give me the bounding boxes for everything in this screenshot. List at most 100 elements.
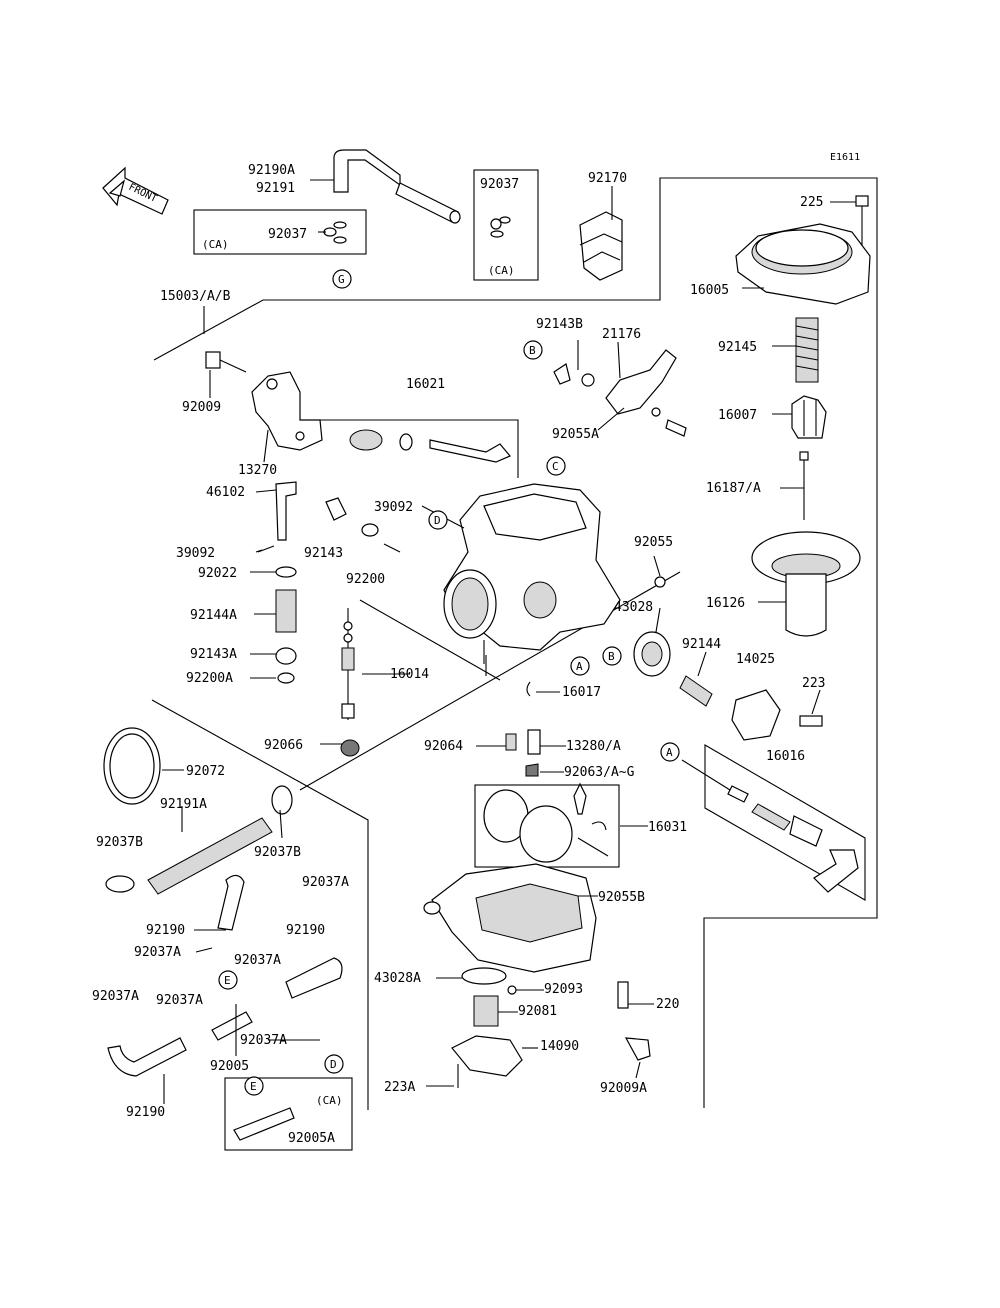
- label-220: 220: [656, 997, 679, 1012]
- ca-box-top: [473, 169, 539, 281]
- callout-d-top: D: [428, 510, 448, 530]
- ca-box-left: [193, 209, 367, 255]
- label-15003: 15003/A/B: [160, 289, 231, 304]
- label-92055A: 92055A: [552, 427, 599, 442]
- label-92005: 92005: [210, 1059, 249, 1074]
- label-92066: 92066: [264, 738, 303, 753]
- label-43028: 43028: [614, 600, 653, 615]
- label-92143B: 92143B: [536, 317, 583, 332]
- label-92055B: 92055B: [598, 890, 645, 905]
- label-92037A-4: 92037A: [156, 993, 203, 1008]
- svg-text:E: E: [224, 974, 231, 987]
- lower-bowl-parts: [451, 967, 651, 1088]
- label-16014: 16014: [390, 667, 429, 682]
- label-92200A: 92200A: [186, 671, 233, 686]
- callout-markers: G B C D A B A E: [218, 269, 680, 1096]
- oring-92055: [654, 576, 666, 588]
- label-225: 225: [800, 195, 823, 210]
- callout-d-lower: D: [324, 1054, 344, 1074]
- jet-needle-16187: [799, 451, 809, 520]
- label-92191A: 92191A: [160, 797, 207, 812]
- label-92093: 92093: [544, 982, 583, 997]
- choke-assembly-16016: [727, 785, 859, 893]
- diagram-code: E1611: [830, 152, 860, 163]
- drain-hose-92072: [103, 727, 161, 805]
- label-92022: 92022: [198, 566, 237, 581]
- svg-text:B: B: [529, 344, 536, 357]
- breather-hose-top: [333, 149, 461, 224]
- left-column-parts: [257, 497, 401, 684]
- choke-lever-21176: [581, 349, 687, 437]
- label-16005: 16005: [690, 283, 729, 298]
- hose-92190-set: [107, 874, 343, 1141]
- part-labels: 92190A 92191 92037 92037 92170 225 16005…: [92, 163, 825, 1146]
- spring-and-screw-row: [349, 429, 511, 463]
- label-92144: 92144: [682, 637, 721, 652]
- label-14090: 14090: [540, 1039, 579, 1054]
- callout-b-top: B: [523, 340, 543, 360]
- label-92037A-1: 92037A: [134, 945, 181, 960]
- label-16007: 16007: [718, 408, 757, 423]
- label-92200: 92200: [346, 572, 385, 587]
- clamp-92037-left: [323, 221, 347, 244]
- label-92037B-left: 92037B: [96, 835, 143, 850]
- svg-text:B: B: [608, 650, 615, 663]
- front-arrow-icon: FRONT: [102, 166, 169, 215]
- needle-holder-16007: [791, 395, 827, 439]
- label-16021: 16021: [406, 377, 445, 392]
- label-92064: 92064: [424, 739, 463, 754]
- callout-e-upper: E: [218, 970, 238, 990]
- leader-lines: [162, 179, 856, 1104]
- label-92144A: 92144A: [190, 608, 237, 623]
- lever-46102: [275, 481, 297, 541]
- label-92190-b: 92190: [286, 923, 325, 938]
- carburetor-body-16021: [443, 483, 621, 664]
- float-bowl: [423, 863, 597, 973]
- pump-cover-14025: [731, 689, 823, 741]
- label-16016: 16016: [766, 749, 805, 764]
- float-16031: [483, 782, 609, 863]
- label-92145: 92145: [718, 340, 757, 355]
- holder-92170: [579, 211, 623, 281]
- reference-frame-lines: [151, 177, 878, 1110]
- label-92190A: 92190A: [248, 163, 295, 178]
- spring-92145: [795, 317, 819, 383]
- svg-text:D: D: [330, 1058, 337, 1071]
- label-92037B-right: 92037B: [254, 845, 301, 860]
- label-39092-a: 39092: [374, 500, 413, 515]
- callout-a-middle: A: [570, 656, 590, 676]
- label-92143: 92143: [304, 546, 343, 561]
- svg-text:D: D: [434, 514, 441, 527]
- svg-text:A: A: [666, 746, 673, 759]
- label-92055: 92055: [634, 535, 673, 550]
- label-92037A-3: 92037A: [92, 989, 139, 1004]
- diaphragm-43028: [633, 631, 671, 677]
- label-92170: 92170: [588, 171, 627, 186]
- label-16031: 16031: [648, 820, 687, 835]
- callout-a-right: A: [660, 742, 680, 762]
- label-92081: 92081: [518, 1004, 557, 1019]
- label-92063: 92063/A~G: [564, 765, 635, 780]
- label-39092-b: 39092: [176, 546, 215, 561]
- fitting-box-bottom: [224, 1077, 353, 1151]
- label-92005A: 92005A: [288, 1131, 335, 1146]
- label-92191: 92191: [256, 181, 295, 196]
- label-92143A: 92143A: [190, 647, 237, 662]
- callout-b-middle: B: [602, 646, 622, 666]
- label-13280: 13280/A: [566, 739, 621, 754]
- label-92072: 92072: [186, 764, 225, 779]
- label-223A: 223A: [384, 1080, 415, 1095]
- label-92037A-5: 92037A: [240, 1033, 287, 1048]
- svg-text:C: C: [552, 460, 559, 473]
- callout-e-lower: E: [244, 1076, 264, 1096]
- label-223: 223: [802, 676, 825, 691]
- label-46102: 46102: [206, 485, 245, 500]
- choke-assembly-box: [704, 744, 866, 901]
- label-92037-left: 92037: [268, 227, 307, 242]
- spring-92144: [679, 675, 713, 707]
- hose-92191A: [105, 785, 293, 895]
- label-92190-a: 92190: [146, 923, 185, 938]
- label-92190-c: 92190: [126, 1105, 165, 1120]
- screw-92009: [205, 351, 247, 373]
